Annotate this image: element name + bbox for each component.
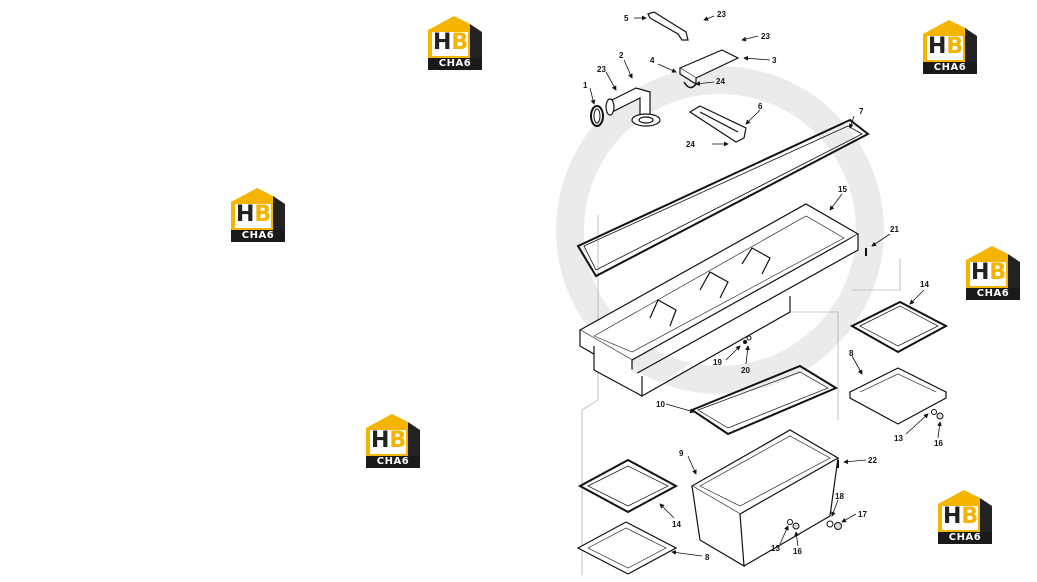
brand-logo: HB CHA6 — [362, 412, 424, 470]
callout-1: 1 — [583, 81, 588, 90]
callout-9: 9 — [679, 449, 684, 458]
callout-20: 20 — [741, 366, 750, 375]
logo-letters: HB — [971, 260, 1007, 285]
callout-24: 24 — [716, 77, 725, 86]
callout-2: 2 — [619, 51, 624, 60]
part-baffle — [688, 105, 747, 143]
house-logo-icon — [966, 246, 1020, 288]
callout-24: 24 — [686, 140, 695, 149]
part-washer — [931, 409, 937, 415]
part-middle-gasket — [689, 364, 839, 436]
callout-15: 15 — [838, 185, 847, 194]
house-logo-icon — [428, 16, 482, 58]
house-logo-icon — [938, 490, 992, 532]
brand-logo: HB CHA6 — [962, 244, 1024, 302]
callout-leaders — [589, 15, 942, 557]
part-cover-plate — [678, 49, 740, 86]
callout-14: 14 — [920, 280, 929, 289]
callout-22: 22 — [868, 456, 877, 465]
brand-logo: HB CHA6 — [424, 14, 486, 72]
brand-logo: HB CHA6 — [227, 186, 289, 244]
boundary-lines — [581, 215, 901, 575]
callout-13: 13 — [771, 544, 780, 553]
brand-logo: HB CHA6 — [919, 18, 981, 76]
logo-brand-text: CHA6 — [938, 532, 992, 544]
house-logo-icon — [231, 188, 285, 230]
part-upper-gasket — [576, 118, 870, 278]
part-suction-tube — [605, 87, 661, 127]
part-drain-plug — [936, 412, 944, 420]
part-drain-plug — [834, 522, 842, 530]
callout-8: 8 — [849, 349, 854, 358]
watermark — [556, 66, 884, 394]
part-upper-oil-pan — [578, 203, 860, 398]
part-clip — [683, 81, 697, 89]
logo-brand-text: CHA6 — [923, 62, 977, 74]
callout-13: 13 — [894, 434, 903, 443]
logo-letters: HB — [236, 202, 272, 227]
part-right-cover — [848, 367, 948, 425]
part-lower-sump — [690, 429, 840, 568]
callout-21: 21 — [890, 225, 899, 234]
house-logo-icon — [923, 20, 977, 62]
brand-logo: HB CHA6 — [934, 488, 996, 546]
logo-brand-text: CHA6 — [366, 456, 420, 468]
logo-brand-text: CHA6 — [428, 58, 482, 70]
part-washer — [787, 519, 793, 525]
callout-18: 18 — [835, 492, 844, 501]
callout-23: 23 — [717, 10, 726, 19]
callout-23: 23 — [761, 32, 770, 41]
logo-letters: HB — [433, 30, 469, 55]
logo-letters: HB — [943, 504, 979, 529]
callout-8: 8 — [705, 553, 710, 562]
part-bracket — [647, 11, 689, 41]
house-logo-icon — [366, 414, 420, 456]
part-washer — [826, 520, 834, 528]
logo-letters: HB — [371, 428, 407, 453]
callout-19: 19 — [713, 358, 722, 367]
callout-5: 5 — [624, 14, 629, 23]
callout-3: 3 — [772, 56, 777, 65]
callout-16: 16 — [793, 547, 802, 556]
callout-10: 10 — [656, 400, 665, 409]
part-drain-plug — [792, 522, 800, 530]
part-left-cover — [576, 521, 678, 575]
callout-16: 16 — [934, 439, 943, 448]
part-left-gasket — [577, 458, 679, 514]
callout-14: 14 — [672, 520, 681, 529]
callout-7: 7 — [859, 107, 864, 116]
logo-brand-text: CHA6 — [966, 288, 1020, 300]
part-seal-ring — [590, 105, 604, 127]
callout-4: 4 — [650, 56, 655, 65]
part-washer — [746, 335, 752, 341]
logo-letters: HB — [928, 34, 964, 59]
callout-labels: 5 23 23 3 4 24 2 23 1 6 7 24 15 21 14 8 … — [583, 10, 943, 562]
callout-23: 23 — [597, 65, 606, 74]
part-plug — [743, 340, 747, 344]
callout-17: 17 — [858, 510, 867, 519]
logo-brand-text: CHA6 — [231, 230, 285, 242]
callout-6: 6 — [758, 102, 763, 111]
part-right-gasket — [849, 300, 949, 354]
